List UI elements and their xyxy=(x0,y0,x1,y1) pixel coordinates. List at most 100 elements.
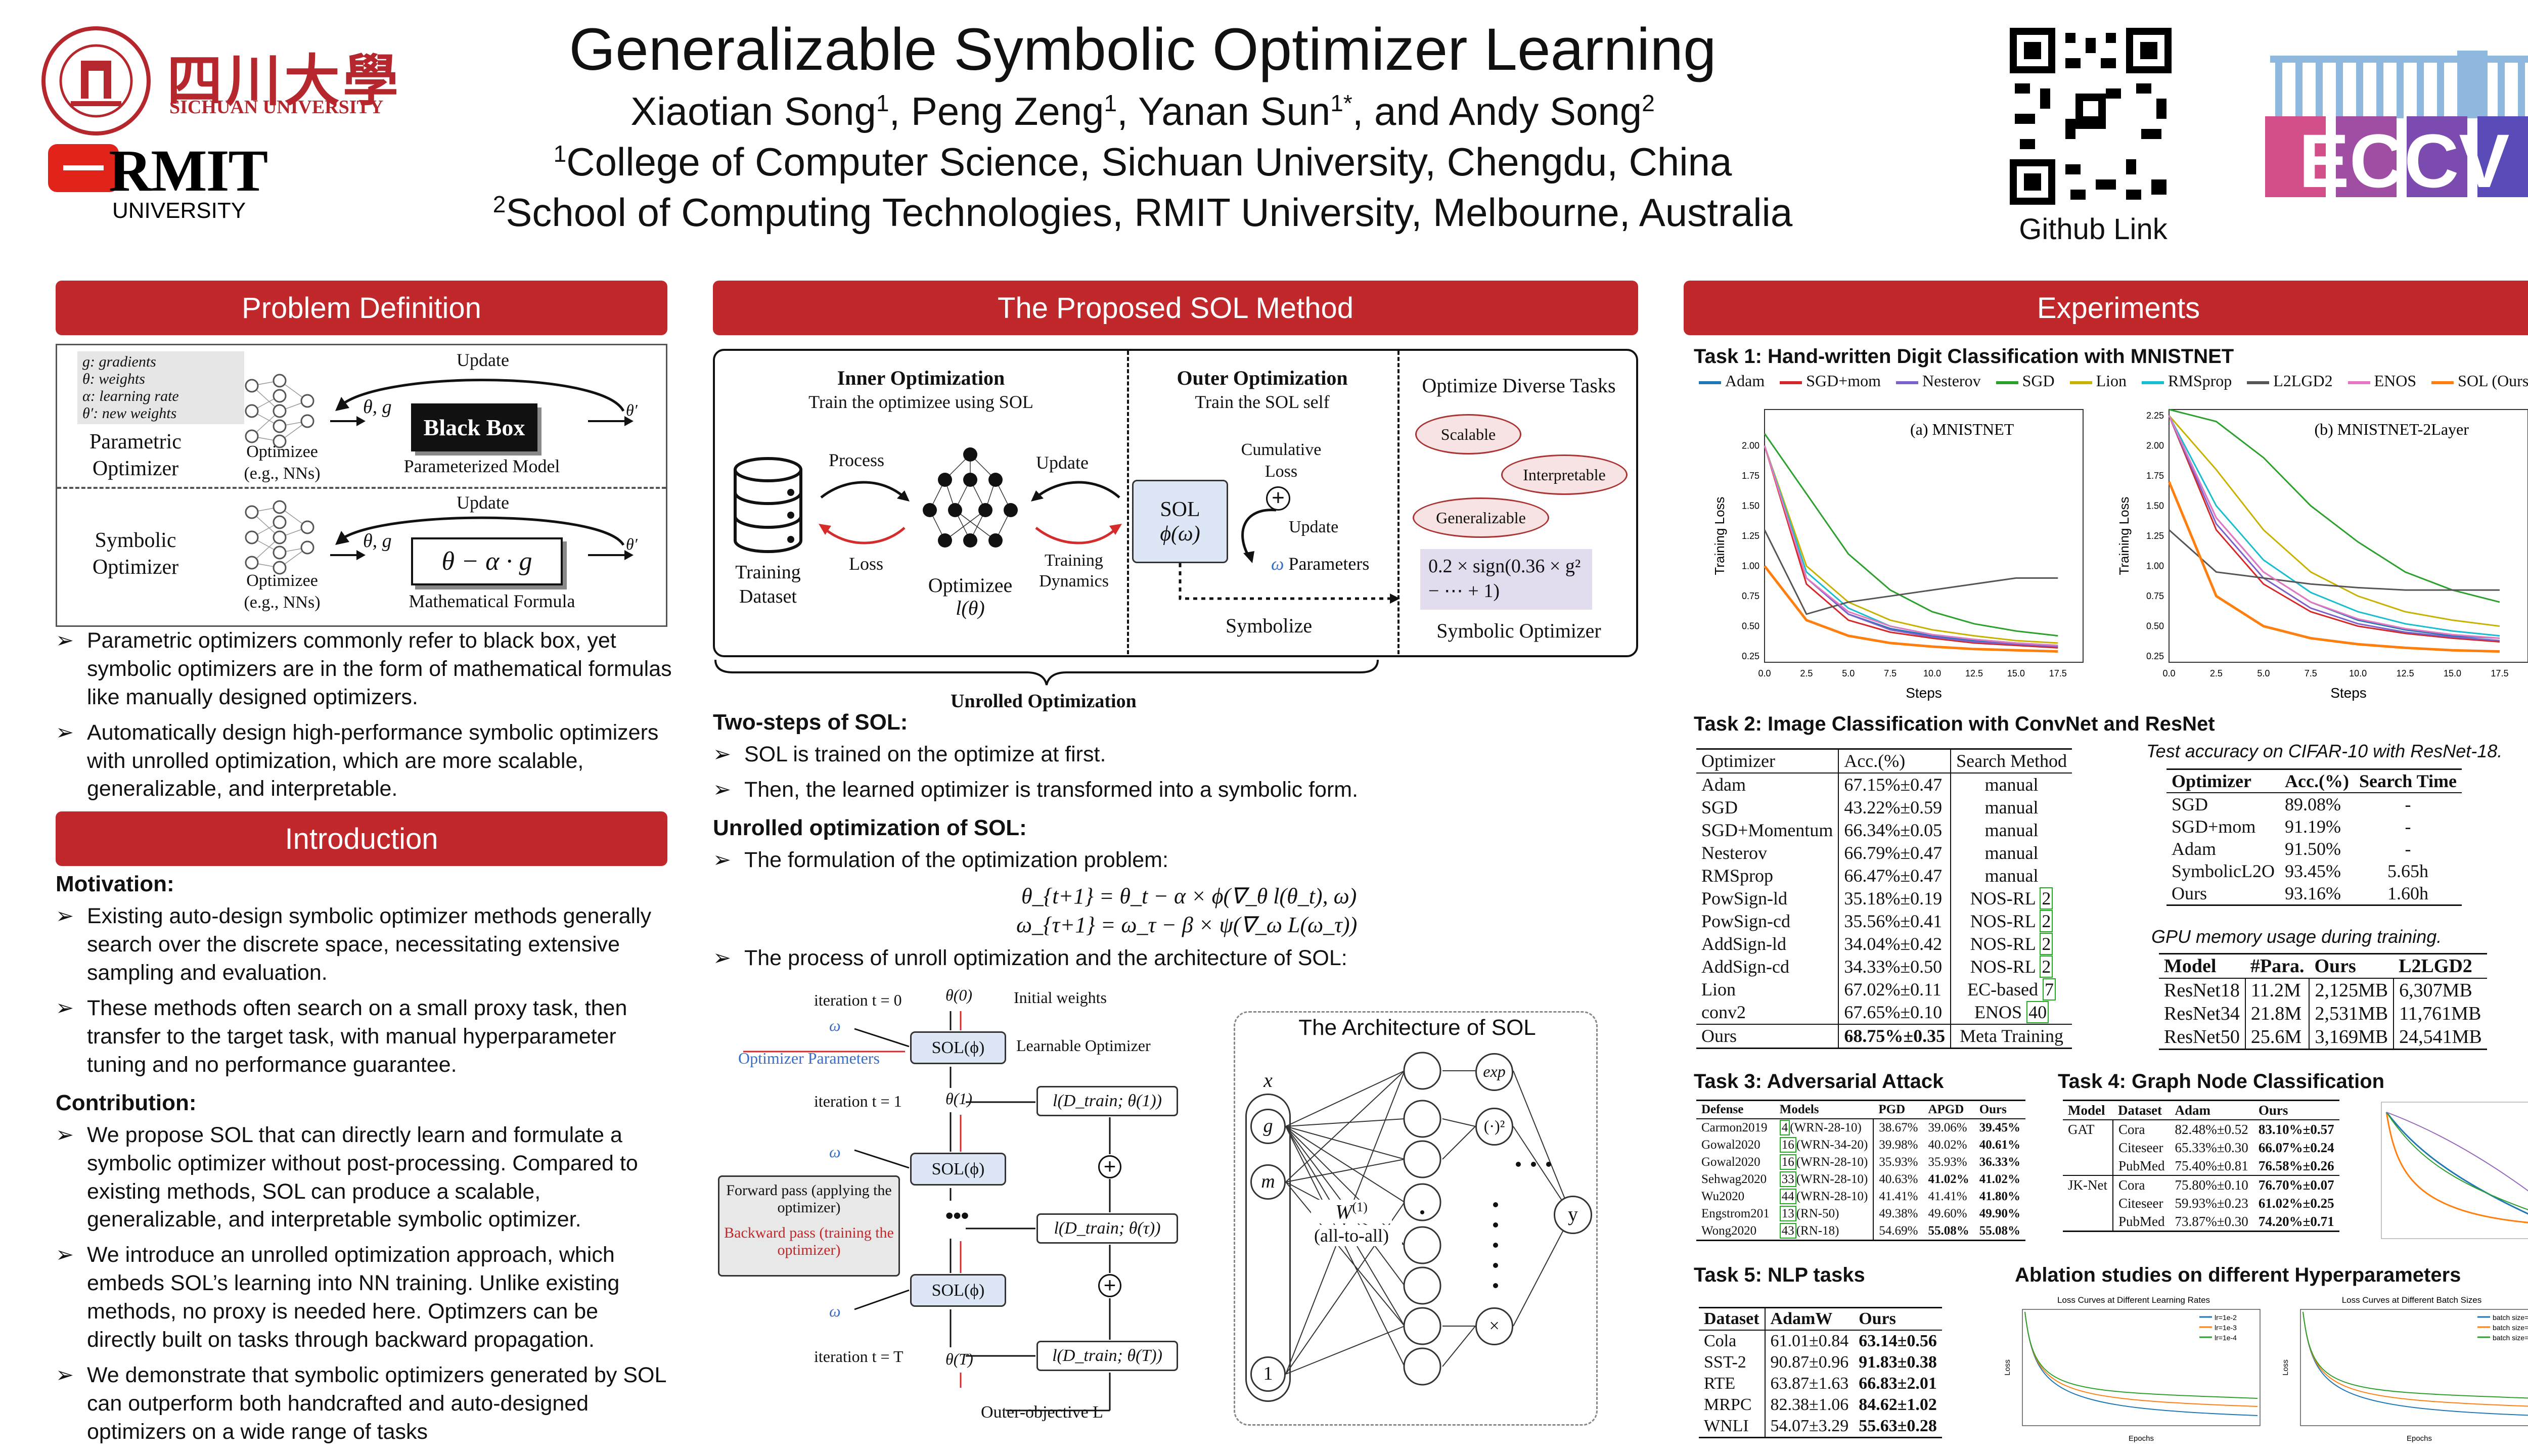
ablation-y-label: Loss xyxy=(2281,1359,2290,1376)
table-cell: 66.83±2.01 xyxy=(1859,1374,1937,1393)
optimizee-label-2: Optimizee (e.g., NNs) xyxy=(244,571,321,612)
problem-definition-header: Problem Definition xyxy=(56,281,667,335)
table-cell: 41.02% xyxy=(1928,1172,1969,1186)
y-tick-label: 1.75 xyxy=(1742,471,1759,481)
table-cell: ResNet18 xyxy=(2164,980,2240,1001)
table-cell: Citeseer xyxy=(2118,1140,2163,1155)
unrolled-optimization-label: Unrolled Optimization xyxy=(951,691,1137,712)
outer-update-label: Update xyxy=(1289,518,1339,536)
input-g: g xyxy=(1250,1109,1286,1144)
table-cell: ResNet50 xyxy=(2164,1026,2240,1048)
table-cell: 55.63±0.28 xyxy=(1859,1417,1937,1435)
table-cell: Ours xyxy=(1701,1026,1737,1046)
table-cell: 35.93% xyxy=(1928,1155,1967,1169)
symbolic-formula-box: 0.2 × sign(0.36 × g² − ⋯ + 1) xyxy=(1420,549,1592,610)
table-cell: PubMed xyxy=(2118,1158,2165,1173)
op-square: (·)² xyxy=(1475,1108,1513,1146)
problem-divider xyxy=(57,487,666,489)
table-cell: 43.22%±0.59 xyxy=(1838,796,1951,819)
table-cell: MRPC xyxy=(1704,1395,1752,1414)
loss-box-T: l(D_train; θ(T)) xyxy=(1036,1341,1178,1371)
unrolled-process-diagram: iteration t = 0 θ(0) Initial weights ω O… xyxy=(713,976,1218,1441)
x-axis-label: Steps xyxy=(2330,685,2367,701)
ablation-legend-label: batch size=64 xyxy=(2493,1324,2528,1332)
table-cell: SGD+Momentum xyxy=(1701,820,1833,840)
table-cell: 16(WRN-28-10) xyxy=(1775,1154,1874,1171)
table-cell: Wu2020 xyxy=(1701,1190,1745,1203)
math-formula-label: Mathematical Formula xyxy=(409,591,575,611)
sol-box-2: SOL(ϕ) xyxy=(910,1153,1006,1186)
table-cell: 61.02%±0.25 xyxy=(2258,1196,2334,1211)
table-cell: 11.2M xyxy=(2244,978,2310,1002)
x-tick-label: 15.0 xyxy=(2444,668,2461,678)
table-cell: 4(WRN-28-10) xyxy=(1775,1119,1874,1136)
table-cell: 91.19% xyxy=(2285,816,2341,837)
table-cell: 41.41% xyxy=(1873,1188,1923,1205)
table-cell: 36.33% xyxy=(1979,1155,2020,1169)
experiments-header: Experiments xyxy=(1684,281,2528,335)
table-cell: 91.83±0.38 xyxy=(1859,1353,1937,1372)
table-cell: 54.07±3.29 xyxy=(1764,1416,1854,1438)
iteration-0: iteration t = 0 xyxy=(814,991,902,1009)
input-x: x xyxy=(1263,1069,1273,1091)
x-tick-label: 12.5 xyxy=(2397,668,2414,678)
unrolled-heading: Unrolled optimization of SOL: xyxy=(713,815,1027,840)
task5-heading: Task 5: NLP tasks xyxy=(1694,1264,1865,1286)
y-tick-label: 2.00 xyxy=(2146,440,2164,450)
github-link[interactable]: Github Link xyxy=(2019,213,2168,246)
table-cell: 41.02% xyxy=(1979,1172,2020,1186)
table-cell: 63.87±1.63 xyxy=(1764,1373,1854,1394)
motivation-bullet: These methods often search on a small pr… xyxy=(56,994,672,1079)
table-cell: 74.20%±0.71 xyxy=(2258,1214,2334,1229)
table-cell: 89.08% xyxy=(2285,794,2341,814)
x-tick-label: 5.0 xyxy=(1842,668,1855,678)
table-cell: AddSign-ld xyxy=(1701,934,1787,954)
generalizable-pill: Generalizable xyxy=(1413,497,1549,538)
table-cell: conv2 xyxy=(1701,1002,1746,1022)
table-cell: Citeseer xyxy=(2118,1196,2163,1211)
architecture-connections xyxy=(1285,1052,1572,1386)
y-axis-label: Training Loss xyxy=(1712,496,1727,575)
interpretable-pill: Interpretable xyxy=(1501,454,1628,495)
table-cell: 44(WRN-28-10) xyxy=(1775,1188,1874,1205)
legend-entry: Lion xyxy=(2069,372,2127,390)
op-exp: exp xyxy=(1475,1053,1513,1091)
table-cell: RMSprop xyxy=(1701,866,1774,886)
table-cell: WNLI xyxy=(1704,1417,1749,1435)
table-cell: 82.48%±0.52 xyxy=(2175,1122,2248,1137)
unrolled-bullet-1: The formulation of the optimization prob… xyxy=(713,846,1638,875)
table-cell: 76.70%±0.07 xyxy=(2258,1177,2334,1193)
eccv-text: ECCV xyxy=(2299,118,2510,202)
y-tick-label: 0.75 xyxy=(1742,591,1759,601)
series-line xyxy=(2168,415,2500,627)
diverse-tasks-title: Optimize Diverse Tasks xyxy=(1422,374,1616,397)
table-cell: 90.87±0.96 xyxy=(1764,1352,1854,1373)
table-cell: 66.07%±0.24 xyxy=(2258,1140,2334,1155)
input-stack xyxy=(1245,1094,1291,1402)
y-tick-label: 0.50 xyxy=(2146,621,2164,631)
rmit-name: RMIT xyxy=(109,138,268,204)
x-tick-label: 0.0 xyxy=(1758,668,1771,678)
equation-1: θ_{t+1} = θ_t − α × ϕ(∇_θ l(θ_t), ω) xyxy=(1021,884,1357,909)
qr-code[interactable] xyxy=(2010,28,2172,205)
task1-heading: Task 1: Hand-written Digit Classificatio… xyxy=(1694,345,2234,368)
cumulative-loss-label: Cumulative Loss xyxy=(1241,440,1322,481)
table-cell: 49.60% xyxy=(1928,1207,1967,1220)
ablation-x-label: Epochs xyxy=(2129,1434,2154,1443)
table-cell: 24,541MB xyxy=(2393,1025,2487,1050)
process-label: Process xyxy=(829,450,884,470)
table-cell: 39.98% xyxy=(1873,1136,1923,1154)
table-cell: 65.33%±0.30 xyxy=(2175,1140,2248,1155)
table-cell: 34.04%±0.42 xyxy=(1838,933,1951,956)
omega-2: ω xyxy=(829,1302,841,1320)
affiliation-2: 2School of Computing Technologies, RMIT … xyxy=(492,190,1793,235)
table-cell: - xyxy=(2405,839,2411,859)
